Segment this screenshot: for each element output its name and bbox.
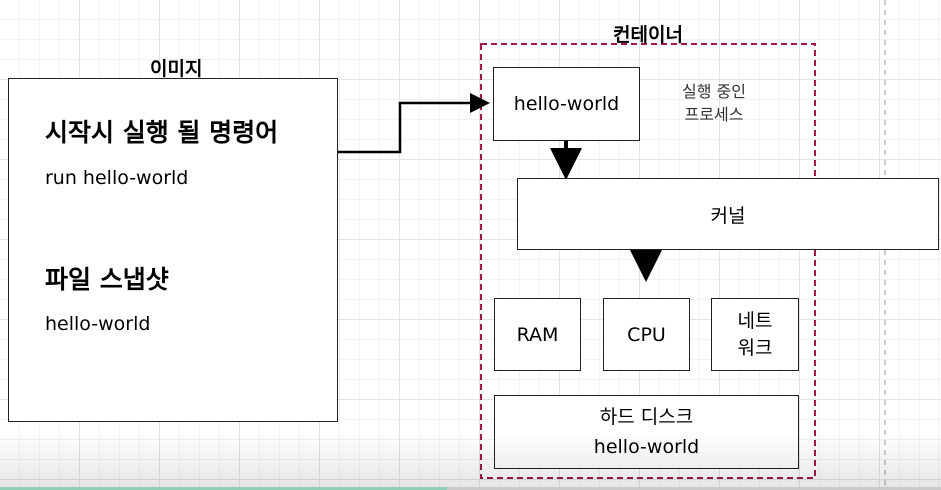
network-line1: 네트	[737, 309, 773, 332]
image-section-title: 이미지	[150, 58, 203, 80]
kernel-box: 커널	[517, 178, 939, 250]
hard-disk-box: 하드 디스크 hello-world	[494, 395, 799, 469]
process-box: hello-world	[493, 67, 640, 141]
start-command-heading: 시작시 실행 될 명령어	[45, 118, 279, 147]
image-to-process-arrow	[306, 93, 490, 154]
file-snapshot-heading: 파일 스냅샷	[45, 265, 169, 294]
container-section-title: 컨테이너	[613, 24, 683, 46]
hard-disk-line2: hello-world	[593, 436, 700, 458]
running-process-line2: 프로세스	[684, 105, 744, 124]
start-command-value: run hello-world	[45, 167, 189, 189]
ram-box: RAM	[494, 298, 581, 371]
video-progress-bar[interactable]	[0, 487, 941, 490]
running-process-note: 실행 중인 프로세스	[664, 80, 764, 126]
network-box: 네트 워크	[711, 298, 799, 371]
file-snapshot-value: hello-world	[45, 313, 151, 335]
container-border	[480, 43, 816, 479]
image-box: 시작시 실행 될 명령어 run hello-world 파일 스냅샷 hell…	[8, 78, 338, 422]
cpu-box: CPU	[603, 298, 690, 371]
hard-disk-line1: 하드 디스크	[599, 406, 694, 428]
running-process-line1: 실행 중인	[682, 82, 746, 101]
network-line2: 워크	[737, 336, 773, 359]
video-progress-fill	[0, 487, 447, 490]
